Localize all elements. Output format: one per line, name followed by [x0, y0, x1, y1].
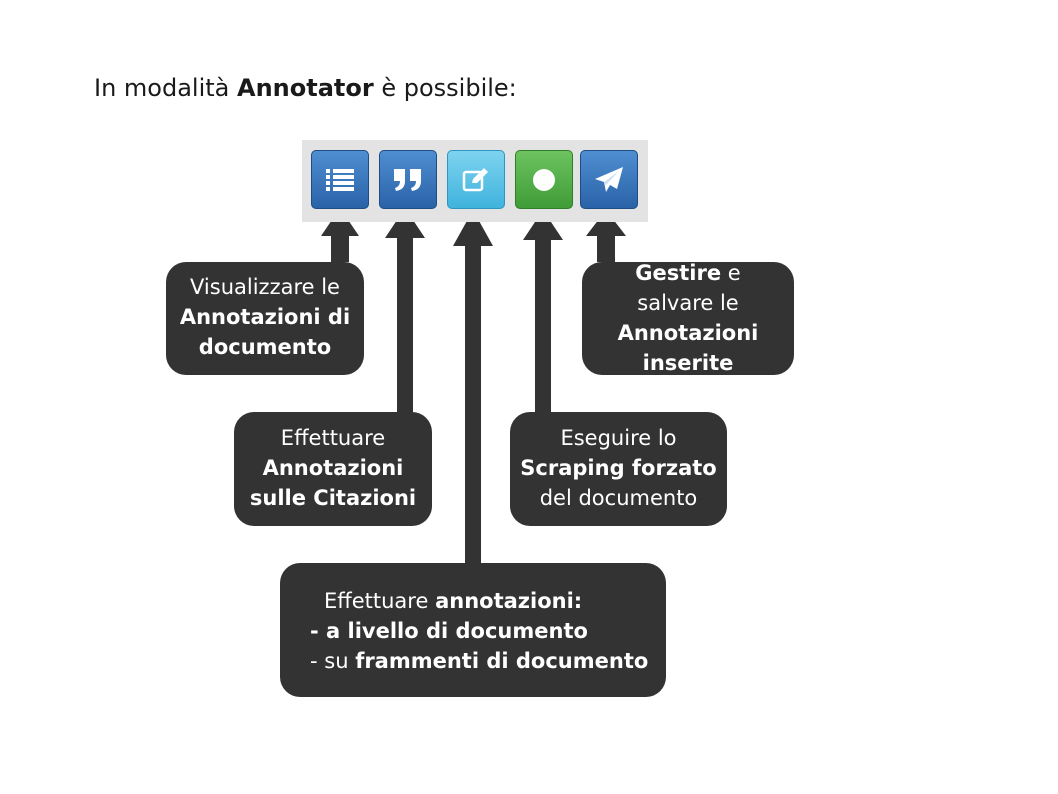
annotator-toolbar — [302, 140, 648, 222]
scrape-button[interactable] — [515, 150, 573, 209]
callout-annotations-line3-bold: frammenti di documento — [355, 649, 649, 673]
callout-annotations-line3-prefix: - su — [310, 649, 356, 673]
callout-scraping: Eseguire lo Scraping forzato del documen… — [510, 412, 727, 526]
callout-annotations-line2: - a livello di documento — [310, 619, 588, 643]
heading-suffix: è possibile: — [373, 74, 517, 102]
callout-visualize-line1: Visualizzare le — [190, 275, 340, 299]
callout-scraping-line3: del documento — [539, 486, 698, 510]
arrow-visualize — [321, 208, 359, 262]
quote-icon — [394, 168, 421, 191]
callout-citations-line3: sulle Citazioni — [249, 486, 417, 510]
callout-annotations: Effettuare annotazioni: - a livello di d… — [280, 563, 666, 697]
heading-prefix: In modalità — [94, 74, 238, 102]
callout-annotations-line3: - su frammenti di documento — [280, 646, 666, 676]
callout-citations-line1: Effettuare — [280, 426, 386, 450]
callout-manage: Gestire e salvare le Annotazioni inserit… — [582, 261, 794, 375]
send-icon — [595, 166, 623, 192]
arrow-scraping — [523, 210, 563, 414]
callout-visualize-line3: documento — [198, 335, 332, 359]
callout-scraping-line2: Scraping forzato — [520, 456, 717, 480]
callout-annotations-line1: Effettuare annotazioni: — [280, 586, 666, 616]
arrow-annotations — [453, 210, 493, 566]
list-button[interactable] — [311, 150, 369, 209]
callout-citations: Effettuare Annotazioni sulle Citazioni — [234, 412, 432, 526]
quote-button[interactable] — [379, 150, 437, 209]
callout-citations-line2: Annotazioni — [262, 456, 404, 480]
callout-manage-line1-rest: e — [721, 261, 741, 285]
callout-manage-line3: Annotazioni — [617, 321, 759, 345]
send-button[interactable] — [580, 150, 638, 209]
edit-button[interactable] — [447, 150, 505, 209]
heading-bold: Annotator — [237, 74, 374, 102]
callout-manage-line4: inserite — [642, 351, 734, 375]
callout-visualize: Visualizzare le Annotazioni di documento — [166, 262, 364, 375]
arrow-manage — [586, 210, 626, 262]
callout-manage-line2: salvare le — [637, 291, 739, 315]
callout-manage-line1-bold: Gestire — [635, 261, 722, 285]
callout-annotations-line1-bold: annotazioni: — [435, 589, 583, 613]
arrow-citations — [385, 208, 425, 414]
callout-visualize-line2: Annotazioni di — [179, 305, 351, 329]
callout-annotations-line1-prefix: Effettuare — [324, 589, 436, 613]
callout-manage-line1: Gestire e — [582, 258, 794, 288]
edit-icon — [462, 167, 488, 191]
list-icon — [326, 168, 354, 191]
circle-icon — [533, 168, 555, 191]
callout-scraping-line1: Eseguire lo — [560, 426, 677, 450]
page-heading: In modalità Annotator è possibile: — [94, 74, 517, 102]
